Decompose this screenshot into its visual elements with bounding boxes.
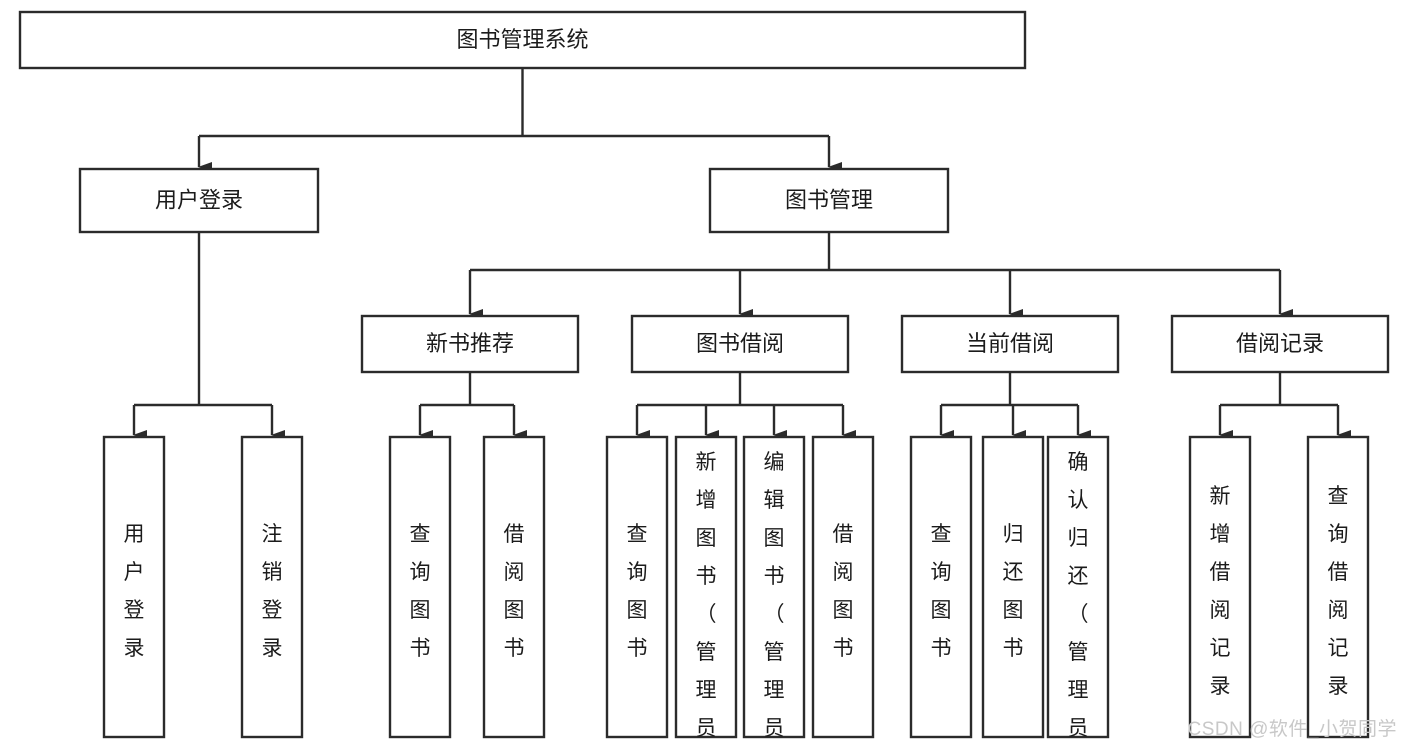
leaf-node[interactable]: 新增借阅记录 — [1188, 435, 1252, 739]
leaf-box[interactable] — [909, 435, 973, 739]
leaf-label: 用户登录 — [124, 523, 145, 660]
level2-box[interactable] — [360, 314, 580, 374]
leaf-box[interactable] — [1306, 435, 1370, 739]
leaf-label: 查询借阅记录 — [1328, 485, 1349, 698]
leaf-node[interactable]: 用户登录 — [102, 435, 166, 739]
leaf-label: 编辑图书（管理员） — [764, 451, 785, 747]
level2-label: 借阅记录 — [1236, 331, 1324, 356]
level2-node[interactable]: 当前借阅 — [900, 314, 1120, 374]
leaf-label: 确认归还（管理员） — [1068, 451, 1089, 747]
leaf-box[interactable] — [674, 435, 738, 739]
leaf-label: 查询图书 — [410, 523, 431, 660]
root-box[interactable] — [18, 10, 1027, 70]
level2-label: 新书推荐 — [426, 331, 514, 356]
level1-label: 用户登录 — [155, 187, 243, 212]
leaf-box[interactable] — [605, 435, 669, 739]
leaf-node[interactable]: 归还图书 — [981, 435, 1045, 739]
leaf-node[interactable]: 新增图书（管理员） — [674, 435, 738, 747]
leaf-box[interactable] — [742, 435, 806, 739]
leaf-box[interactable] — [388, 435, 452, 739]
leaf-box[interactable] — [981, 435, 1045, 739]
leaf-label: 归还图书 — [1003, 523, 1024, 660]
node-layer: 图书管理系统用户登录图书管理新书推荐图书借阅当前借阅借阅记录用户登录注销登录查询… — [18, 10, 1390, 747]
leaf-node[interactable]: 借阅图书 — [482, 435, 546, 739]
leaf-node[interactable]: 借阅图书 — [811, 435, 875, 739]
connector-layer — [132, 68, 1351, 440]
root-node[interactable]: 图书管理系统 — [18, 10, 1027, 70]
leaf-label: 注销登录 — [262, 523, 283, 660]
leaf-node[interactable]: 查询借阅记录 — [1306, 435, 1370, 739]
level2-node[interactable]: 借阅记录 — [1170, 314, 1390, 374]
leaf-box[interactable] — [1046, 435, 1110, 739]
level2-box[interactable] — [630, 314, 850, 374]
level2-box[interactable] — [900, 314, 1120, 374]
leaf-label: 新增借阅记录 — [1210, 485, 1231, 698]
level1-box[interactable] — [78, 167, 320, 234]
level2-label: 当前借阅 — [966, 331, 1054, 356]
leaf-node[interactable]: 查询图书 — [909, 435, 973, 739]
leaf-node[interactable]: 确认归还（管理员） — [1046, 435, 1110, 747]
leaf-node[interactable]: 查询图书 — [605, 435, 669, 739]
leaf-box[interactable] — [240, 435, 304, 739]
leaf-box[interactable] — [1188, 435, 1252, 739]
leaf-node[interactable]: 编辑图书（管理员） — [742, 435, 806, 747]
level2-node[interactable]: 图书借阅 — [630, 314, 850, 374]
level1-node[interactable]: 图书管理 — [708, 167, 950, 234]
leaf-label: 新增图书（管理员） — [696, 451, 717, 747]
level2-node[interactable]: 新书推荐 — [360, 314, 580, 374]
leaf-label: 借阅图书 — [504, 523, 525, 660]
leaf-box[interactable] — [102, 435, 166, 739]
leaf-node[interactable]: 查询图书 — [388, 435, 452, 739]
leaf-label: 查询图书 — [931, 523, 952, 660]
root-label: 图书管理系统 — [456, 27, 588, 52]
leaf-label: 借阅图书 — [833, 523, 854, 660]
leaf-box[interactable] — [482, 435, 546, 739]
level2-box[interactable] — [1170, 314, 1390, 374]
level1-node[interactable]: 用户登录 — [78, 167, 320, 234]
level1-label: 图书管理 — [785, 187, 873, 212]
level2-label: 图书借阅 — [696, 331, 784, 356]
level1-box[interactable] — [708, 167, 950, 234]
leaf-box[interactable] — [811, 435, 875, 739]
leaf-label: 查询图书 — [627, 523, 648, 660]
leaf-node[interactable]: 注销登录 — [240, 435, 304, 739]
